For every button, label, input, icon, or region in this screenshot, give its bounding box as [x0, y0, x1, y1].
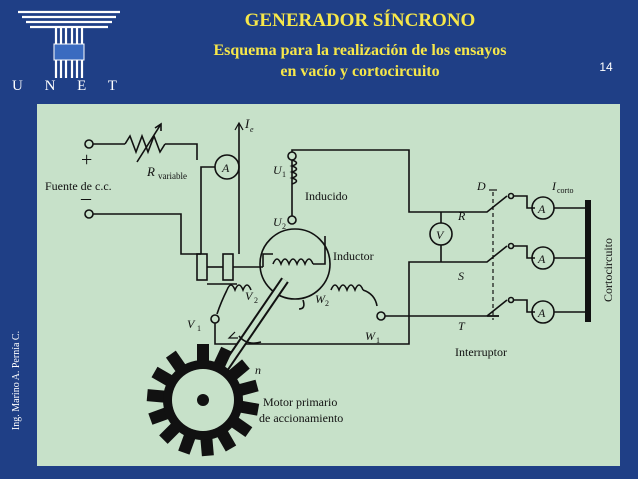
- inductor-label: Inductor: [333, 249, 374, 263]
- r-sub-label: variable: [158, 171, 187, 181]
- field-ammeter-label: A: [221, 161, 230, 175]
- machine-stator: [259, 228, 331, 300]
- u1-sub-label: 1: [282, 170, 286, 179]
- terminal-v1: [210, 314, 220, 324]
- inductor-coil: [272, 258, 314, 267]
- page-title: GENERADOR SÍNCRONO: [244, 10, 476, 31]
- switch-s: [463, 245, 508, 263]
- ammeter-r-label: A: [537, 202, 546, 216]
- v2-sub-label: 2: [254, 296, 258, 305]
- fuente-label: Fuente de c.c.: [45, 179, 112, 193]
- author-label: Ing. Marino A. Pernía C.: [11, 330, 23, 430]
- ammeter-s-label: A: [537, 252, 546, 266]
- phase-r-label: R: [457, 209, 466, 223]
- u1-label: U: [273, 163, 283, 177]
- dc-minus-terminal: [84, 209, 94, 219]
- v2-label: V: [245, 289, 254, 303]
- w2-label: W: [315, 292, 326, 306]
- subtitle-line-1: Esquema para la realización de los ensay…: [213, 42, 507, 59]
- minus-sign: –: [80, 187, 92, 209]
- terminal-w1: [376, 311, 386, 321]
- unet-logo-icon: [18, 10, 120, 78]
- coil-u: [289, 159, 298, 185]
- u2-sub-label: 2: [282, 222, 286, 231]
- u2-label: U: [273, 215, 283, 229]
- page-number: 14: [599, 60, 613, 74]
- switch-t: [486, 299, 508, 317]
- ammeter-t-label: A: [537, 306, 546, 320]
- phase-t-label: T: [458, 319, 466, 333]
- w1-label: W: [365, 329, 376, 343]
- cortocircuito-label: Cortocircuito: [601, 238, 615, 302]
- icorto-label: I: [551, 179, 557, 193]
- ie-sub-label: e: [250, 125, 254, 134]
- voltmeter-label: V: [436, 228, 445, 242]
- coil-v: [226, 284, 252, 293]
- page-subtitle: Esquema para la realización de los ensay…: [150, 40, 570, 82]
- motor-gear-icon: [146, 344, 260, 457]
- subtitle-line-2: en vacío y cortocircuito: [280, 63, 440, 80]
- icorto-sub-label: corto: [557, 186, 573, 195]
- unet-logo-text: U N E T: [12, 78, 126, 94]
- d-label: D: [476, 179, 486, 193]
- r-label: R: [146, 164, 155, 179]
- brush-left: [196, 253, 208, 281]
- v1-sub-label: 1: [197, 324, 201, 333]
- rheostat-zigzag: [124, 133, 166, 155]
- terminal-u1: [287, 151, 297, 161]
- coil-w: [330, 284, 364, 293]
- motor-label-2: de accionamiento: [259, 411, 343, 425]
- plus-sign: +: [81, 149, 92, 171]
- phase-s-label: S: [458, 269, 464, 283]
- v1-label: V: [187, 317, 196, 331]
- sidebar: Ing. Marino A. Pernía C.: [0, 0, 34, 479]
- diagram-panel: + – Fuente de c.c. R variable A I e U 1 …: [37, 104, 620, 466]
- motor-label-1: Motor primario: [263, 395, 337, 409]
- ie-label: I: [244, 116, 250, 131]
- circuit-diagram: + – Fuente de c.c. R variable A I e U 1 …: [45, 116, 615, 457]
- dc-plus-terminal: [84, 139, 94, 149]
- author-label-wrapper: Ing. Marino A. Pernía C.: [2, 300, 32, 460]
- w2-sub-label: 2: [325, 299, 329, 308]
- interruptor-label: Interruptor: [455, 345, 507, 359]
- n-label: n: [255, 363, 261, 377]
- inducido-label: Inducido: [305, 189, 348, 203]
- switch-r: [479, 195, 508, 213]
- terminal-u2: [287, 215, 297, 225]
- brush-right: [222, 253, 234, 281]
- rheostat-arrow: [136, 123, 162, 163]
- w1-sub-label: 1: [376, 336, 380, 345]
- short-circuit-bar: [585, 200, 591, 322]
